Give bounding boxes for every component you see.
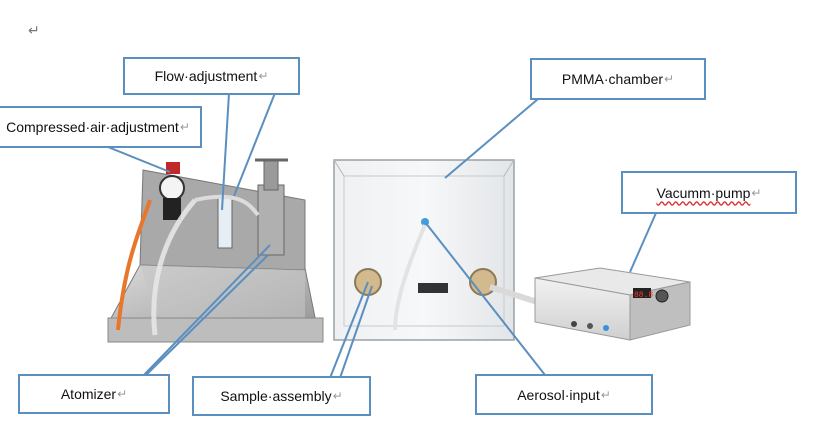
paragraph-mark: ↵ — [28, 22, 40, 38]
pmma-chamber-body — [333, 159, 515, 341]
label-atomizer-text: Atomizer — [60, 386, 117, 402]
leader-atomizer-2 — [143, 254, 269, 378]
sample-holder-right — [469, 268, 497, 296]
label-pmma-chamber: PMMA·chamber↵ — [530, 58, 706, 100]
atomizer-unit — [107, 158, 324, 343]
paragraph-mark: ↵ — [258, 69, 269, 83]
flow-meter — [217, 197, 233, 249]
leader-pmma — [444, 98, 539, 179]
label-pmma-chamber-text: PMMA·chamber — [561, 71, 664, 87]
leader-sample-right — [339, 285, 373, 379]
label-aerosol-input-text: Aerosol·input — [517, 386, 600, 403]
leader-compressed — [107, 146, 171, 173]
label-vacuum-pump: Vacumm·pump↵ — [621, 171, 797, 214]
paragraph-mark: ↵ — [751, 185, 762, 200]
paragraph-mark: ↵ — [664, 72, 675, 86]
leader-flow-2 — [233, 92, 276, 197]
label-atomizer: Atomizer↵ — [18, 374, 170, 414]
paragraph-mark: ↵ — [179, 120, 190, 134]
leader-lines — [107, 92, 657, 379]
leader-sample-left — [329, 281, 369, 379]
pump-display — [633, 288, 651, 298]
label-compressed-air-adjustment: Compressed·air·adjustment↵ — [0, 106, 202, 148]
orange-tube — [116, 199, 152, 331]
leader-atomizer — [141, 244, 271, 378]
paragraph-mark: ↵ — [332, 389, 343, 403]
vacuum-pump-body: 88.8 — [534, 267, 691, 341]
label-aerosol-input: Aerosol·input↵ — [475, 374, 653, 415]
label-compressed-air-adjustment-text: Compressed·air·adjustment — [6, 119, 179, 135]
pump-knob — [655, 289, 669, 303]
label-sample-assembly-text: Sample·assembly — [220, 388, 332, 404]
label-vacuum-pump-text: Vacumm·pump — [656, 184, 751, 201]
leader-flow — [221, 92, 230, 211]
pump-display-value: 88.8 — [634, 291, 653, 300]
paragraph-mark: ↵ — [117, 387, 128, 401]
leader-vacuum — [629, 212, 657, 273]
pressure-gauge — [159, 175, 185, 201]
label-flow-adjustment: Flow·adjustment↵ — [123, 57, 300, 95]
leader-aerosol — [424, 221, 546, 376]
paragraph-mark: ↵ — [600, 387, 611, 402]
label-flow-adjustment-text: Flow·adjustment — [154, 68, 258, 84]
label-sample-assembly: Sample·assembly↵ — [192, 376, 371, 416]
